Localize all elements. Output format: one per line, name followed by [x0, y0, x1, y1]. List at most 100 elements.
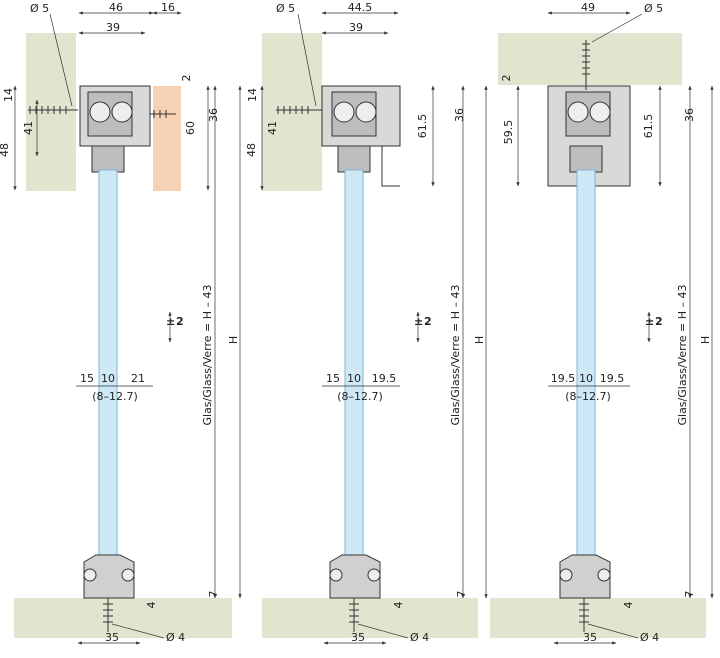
dim-left-a: 2 [500, 75, 513, 82]
floor-screw [103, 598, 113, 632]
dim-range: (8–12.7) [565, 390, 611, 403]
roller-wheel [567, 101, 589, 123]
dim-screw-top: Ø 5 [276, 2, 295, 15]
wall-screw [276, 106, 322, 114]
ceiling-block [498, 33, 682, 85]
guide-screw [83, 568, 97, 582]
view-3: 49 Ø 5 2 59.5 61.5 36 19.5 10 19.5 (8–12… [490, 1, 714, 645]
dim-right-b: 60 [184, 121, 197, 135]
glass-pane [98, 169, 118, 559]
dim-bottom-1: 15 [326, 372, 340, 385]
dim-right-c: 36 [207, 108, 220, 122]
leader-line [297, 13, 317, 107]
glass-clamp [569, 145, 603, 173]
tolerance-sign: ± [414, 315, 423, 328]
dim-bottom-1: 15 [80, 372, 94, 385]
dim-bottom-2: 10 [347, 372, 361, 385]
wall-block [262, 33, 322, 191]
glass-height-label: Glas/Glass/Verre = H – 43 [676, 284, 689, 425]
dim-floor: 7 [683, 591, 696, 598]
wall-block [26, 33, 76, 191]
leader-line [591, 13, 643, 43]
floor-guide [559, 554, 611, 599]
dim-screw-top: Ø 5 [644, 2, 663, 15]
dim-floor-width: 35 [583, 631, 597, 644]
glass-pane [344, 169, 364, 559]
leader-line [49, 13, 73, 107]
dim-range: (8–12.7) [337, 390, 383, 403]
tolerance-sign: ± [645, 315, 654, 328]
dim-right-b: 61.5 [416, 114, 429, 139]
dim-left-c: 48 [245, 143, 258, 157]
roller-wheel [333, 101, 355, 123]
dim-left-c: 59.5 [502, 120, 515, 145]
dim-right-a: 2 [180, 75, 193, 82]
dim-overall: 46 [109, 1, 123, 14]
glass-height-label: Glas/Glass/Verre = H – 43 [201, 284, 214, 425]
floor-block [262, 598, 478, 638]
profile-leg [381, 146, 400, 187]
dim-floor-screw: Ø 4 [640, 631, 659, 644]
dim-floor-gap: 4 [622, 602, 635, 609]
roller-wheel [355, 101, 377, 123]
roller-wheel [589, 101, 611, 123]
tolerance-value: 2 [424, 315, 432, 328]
dim-floor: 7 [455, 591, 468, 598]
dim-inner: 39 [349, 21, 363, 34]
glass-clamp [337, 145, 371, 173]
floor-guide [329, 554, 381, 599]
dim-floor-width: 35 [351, 631, 365, 644]
roller-wheel [111, 101, 133, 123]
floor-block [490, 598, 706, 638]
dim-right-c: 36 [453, 108, 466, 122]
floor-block [14, 598, 232, 638]
dim-bottom-1: 19.5 [551, 372, 576, 385]
dim-left-b: 41 [266, 121, 279, 135]
dim-left-a: 14 [2, 88, 15, 102]
guide-screw [597, 568, 611, 582]
leader-line [357, 623, 409, 639]
view-1: 46 16 39 Ø 5 14 41 48 2 60 36 15 10 21 (… [0, 1, 242, 645]
dim-left-a: 14 [246, 88, 259, 102]
leader-line [587, 623, 639, 639]
overall-height-label: H [699, 336, 712, 344]
leader-line [111, 623, 165, 639]
floor-screw [579, 598, 589, 632]
dim-overall: 44.5 [348, 1, 373, 14]
glass-height-label: Glas/Glass/Verre = H – 43 [449, 284, 462, 425]
glass-pane [576, 169, 596, 559]
dim-bottom-2: 10 [101, 372, 115, 385]
dim-floor-gap: 4 [145, 602, 158, 609]
dim-bottom-3: 19.5 [372, 372, 397, 385]
floor-guide [83, 554, 135, 599]
dim-floor-width: 35 [105, 631, 119, 644]
panel-screw [150, 110, 176, 118]
glass-clamp [91, 145, 125, 173]
guide-screw [559, 568, 573, 582]
side-panel [153, 86, 181, 191]
dim-floor-screw: Ø 4 [166, 631, 185, 644]
dim-floor: 7 [207, 591, 220, 598]
dim-screw-top: Ø 5 [30, 2, 49, 15]
ceiling-screw [582, 40, 590, 90]
dim-left-b: 41 [22, 121, 35, 135]
dim-range: (8–12.7) [92, 390, 138, 403]
guide-screw [121, 568, 135, 582]
dim-inner: 39 [106, 21, 120, 34]
dim-bottom-2: 10 [579, 372, 593, 385]
dim-bottom-3: 19.5 [600, 372, 625, 385]
floor-screw [349, 598, 359, 632]
tolerance-value: 2 [655, 315, 663, 328]
dim-left-c: 48 [0, 143, 11, 157]
tolerance-value: 2 [176, 315, 184, 328]
dim-side: 16 [161, 1, 175, 14]
overall-height-label: H [473, 336, 486, 344]
dim-overall: 49 [581, 1, 595, 14]
guide-screw [329, 568, 343, 582]
guide-screw [367, 568, 381, 582]
dim-right-c: 36 [683, 108, 696, 122]
dim-right-b: 61.5 [642, 114, 655, 139]
roller-wheel [89, 101, 111, 123]
